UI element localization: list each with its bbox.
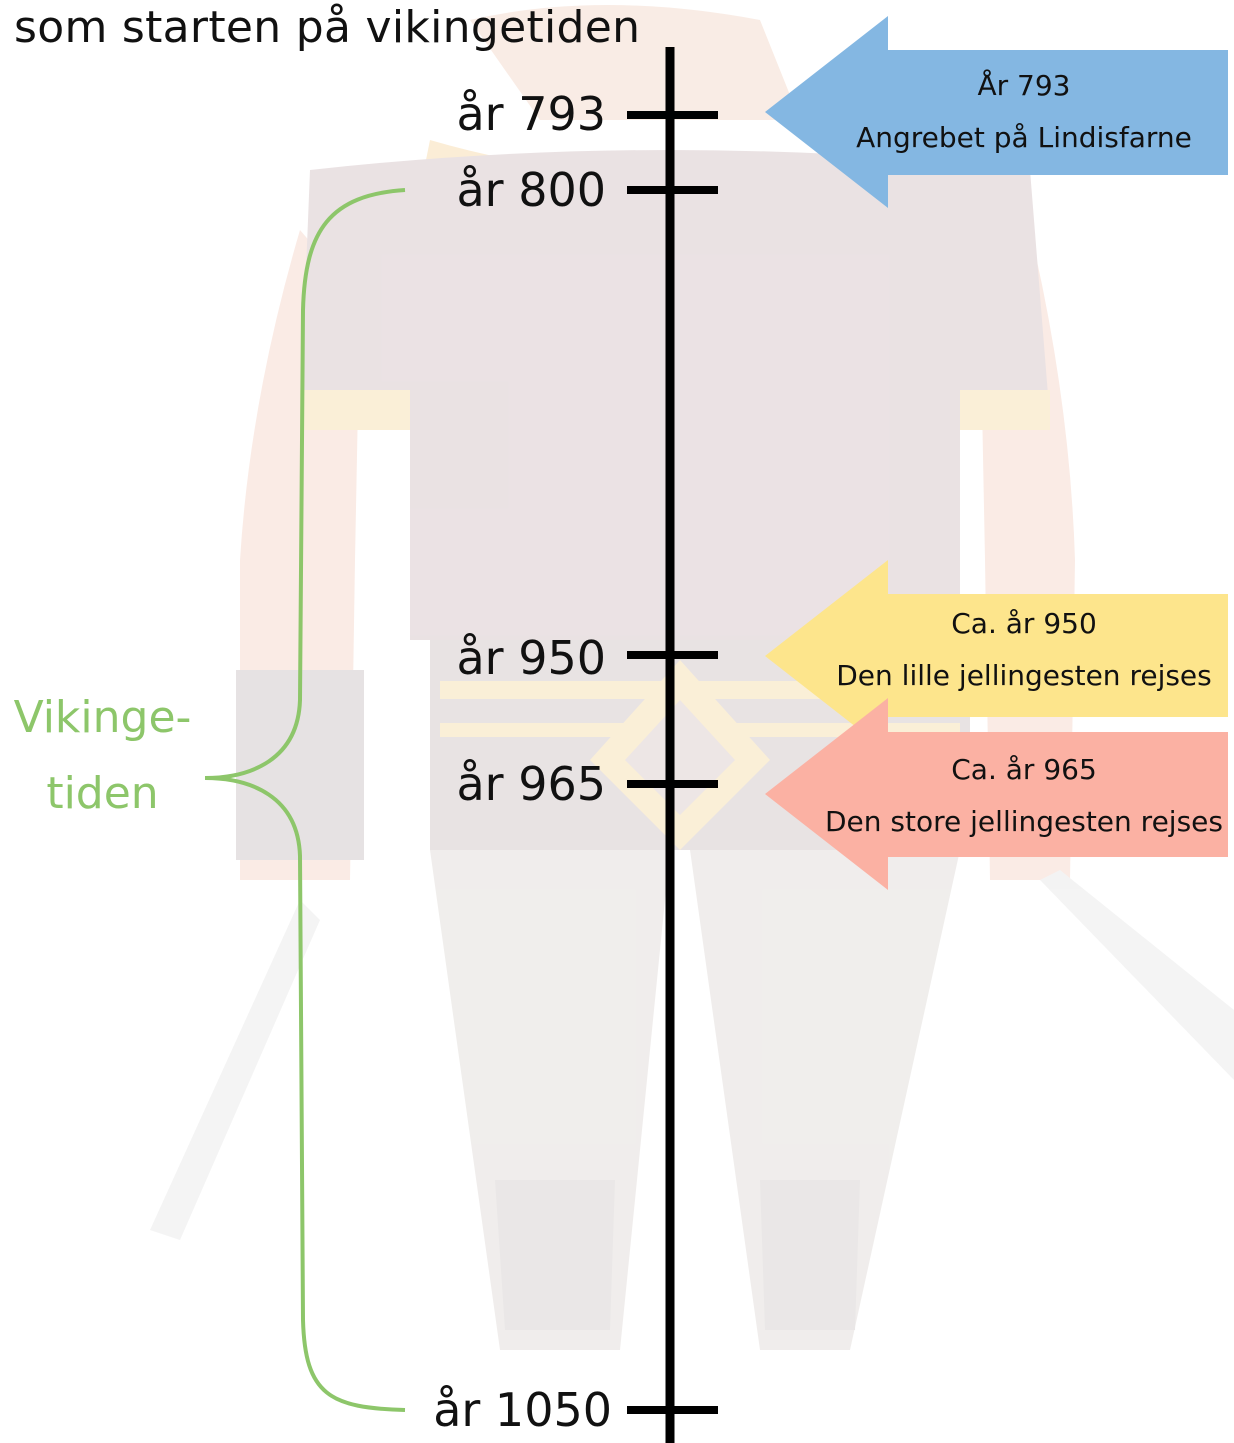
tick-label-965: år 965 xyxy=(456,756,606,812)
period-label-line2: tiden xyxy=(0,756,205,832)
event-950: Ca. år 950 Den lille jellingesten rejses xyxy=(820,598,1228,702)
event-date: Ca. år 965 xyxy=(820,744,1228,796)
tick-label-950: år 950 xyxy=(456,630,606,686)
tick-label-793: år 793 xyxy=(456,86,606,142)
event-965: Ca. år 965 Den store jellingesten rejses xyxy=(820,744,1228,848)
page-title: som starten på vikingetiden xyxy=(14,0,640,56)
period-label: Vikinge- tiden xyxy=(0,680,205,832)
event-date: År 793 xyxy=(820,60,1228,112)
period-label-line1: Vikinge- xyxy=(0,680,205,756)
event-793: År 793 Angrebet på Lindisfarne xyxy=(820,60,1228,164)
event-date: Ca. år 950 xyxy=(820,598,1228,650)
tick-label-1050: år 1050 xyxy=(433,1382,612,1438)
event-text: Den lille jellingesten rejses xyxy=(820,650,1228,702)
event-text: Den store jellingesten rejses xyxy=(820,796,1228,848)
event-text: Angrebet på Lindisfarne xyxy=(820,112,1228,164)
tick-label-800: år 800 xyxy=(456,162,606,218)
